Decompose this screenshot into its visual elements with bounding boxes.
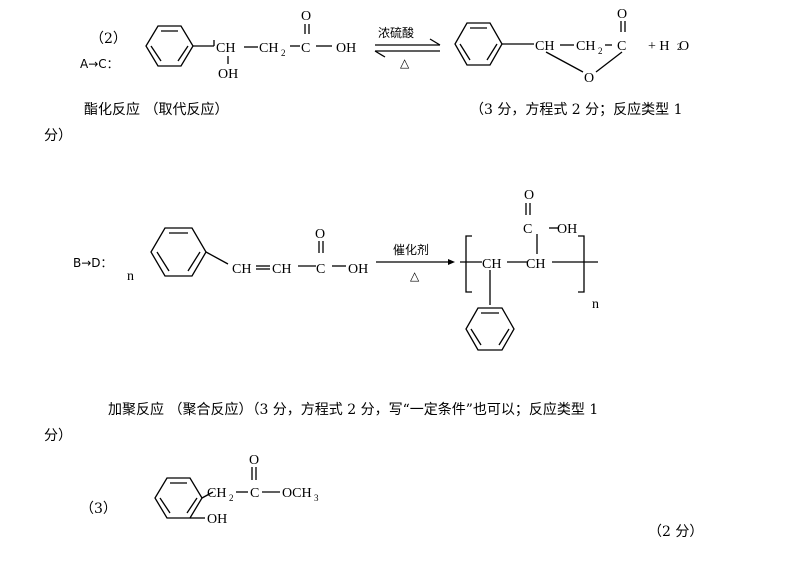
r1-product-o-top: O <box>617 7 627 22</box>
benzene-ring-4 <box>465 307 515 351</box>
p3-och3-sub: 3 <box>314 493 319 503</box>
r2-product-o: O <box>524 188 534 203</box>
p3-och3: OCH <box>282 486 312 501</box>
r2-condition-top: 催化剂 <box>393 242 429 257</box>
r1-ch2: CH <box>259 41 278 56</box>
score-note-1-cont: 分） <box>44 128 72 144</box>
reaction-arrow: 催化剂 △ <box>376 242 455 283</box>
r1-product-c: C <box>617 39 626 54</box>
reactant-hydroxy-acid: CH CH 2 C O OH OH <box>145 9 356 82</box>
part3-ester-structure: CH 2 C O OCH 3 OH <box>154 453 319 527</box>
r2-ch-a: CH <box>232 262 251 277</box>
r1-condition-bottom: △ <box>400 56 410 70</box>
r2-n-right: n <box>592 297 599 312</box>
part2-number: （2） <box>90 31 127 47</box>
equilibrium-arrow: 浓硫酸 △ <box>374 25 441 70</box>
part3-score: （2 分） <box>648 524 704 540</box>
r1-product-ch2-sub: 2 <box>598 46 603 56</box>
r1-condition-top: 浓硫酸 <box>378 25 414 40</box>
score-note-1: （3 分，方程式 2 分；反应类型 1 <box>470 102 683 118</box>
r2-product-ch-a: CH <box>482 257 501 272</box>
p3-oh: OH <box>207 512 227 527</box>
p3-c: C <box>250 486 259 501</box>
r1-ch2-sub: 2 <box>281 48 286 58</box>
r1-c: C <box>301 41 310 56</box>
b-to-d-label: B→D： <box>73 256 113 270</box>
a-to-c-label: A→C： <box>80 57 119 71</box>
r2-product-ch-b: CH <box>526 257 545 272</box>
r2-product-c: C <box>523 222 532 237</box>
r2-product-oh: OH <box>557 222 577 237</box>
benzene-ring-2 <box>454 22 503 66</box>
r2-condition-bottom: △ <box>410 269 420 283</box>
part3-number: （3） <box>80 501 117 517</box>
r1-ch: CH <box>216 41 235 56</box>
reaction-type-polymerization: 加聚反应 （聚合反应）（3 分，方程式 2 分，写“一定条件”也可以；反应类型 … <box>108 402 599 418</box>
r1-product-o-ring: O <box>584 71 594 86</box>
reaction-type-esterification: 酯化反应 （取代反应） <box>84 102 229 118</box>
product-polymer: O C OH CH CH n <box>460 188 599 351</box>
r2-oh: OH <box>348 262 368 277</box>
right-bracket <box>578 235 585 293</box>
r1-product-ch2: CH <box>576 39 595 54</box>
p3-ch2: CH <box>207 486 226 501</box>
left-bracket <box>465 235 472 293</box>
benzene-ring-5 <box>154 477 203 519</box>
product-lactone: CH CH 2 C O O + H 2 O <box>454 7 689 86</box>
r1-water-sub: 2 <box>677 42 682 52</box>
score-note-2-cont: 分） <box>44 428 72 444</box>
reactant-cinnamic-acid: n CH CH C O OH <box>127 227 368 284</box>
r1-product-ch: CH <box>535 39 554 54</box>
r2-o: O <box>315 227 325 242</box>
p3-ch2-sub: 2 <box>229 493 234 503</box>
r1-water-o: O <box>679 39 689 54</box>
r2-c: C <box>316 262 325 277</box>
r2-ch-b: CH <box>272 262 291 277</box>
p3-o: O <box>249 453 259 468</box>
r1-oh-lower: OH <box>218 67 238 82</box>
benzene-ring-3 <box>150 227 207 277</box>
r1-oh: OH <box>336 41 356 56</box>
benzene-ring-1 <box>145 25 194 67</box>
r2-n-left: n <box>127 269 134 284</box>
r1-plus-water: + H <box>648 39 670 54</box>
r1-o: O <box>301 9 311 24</box>
